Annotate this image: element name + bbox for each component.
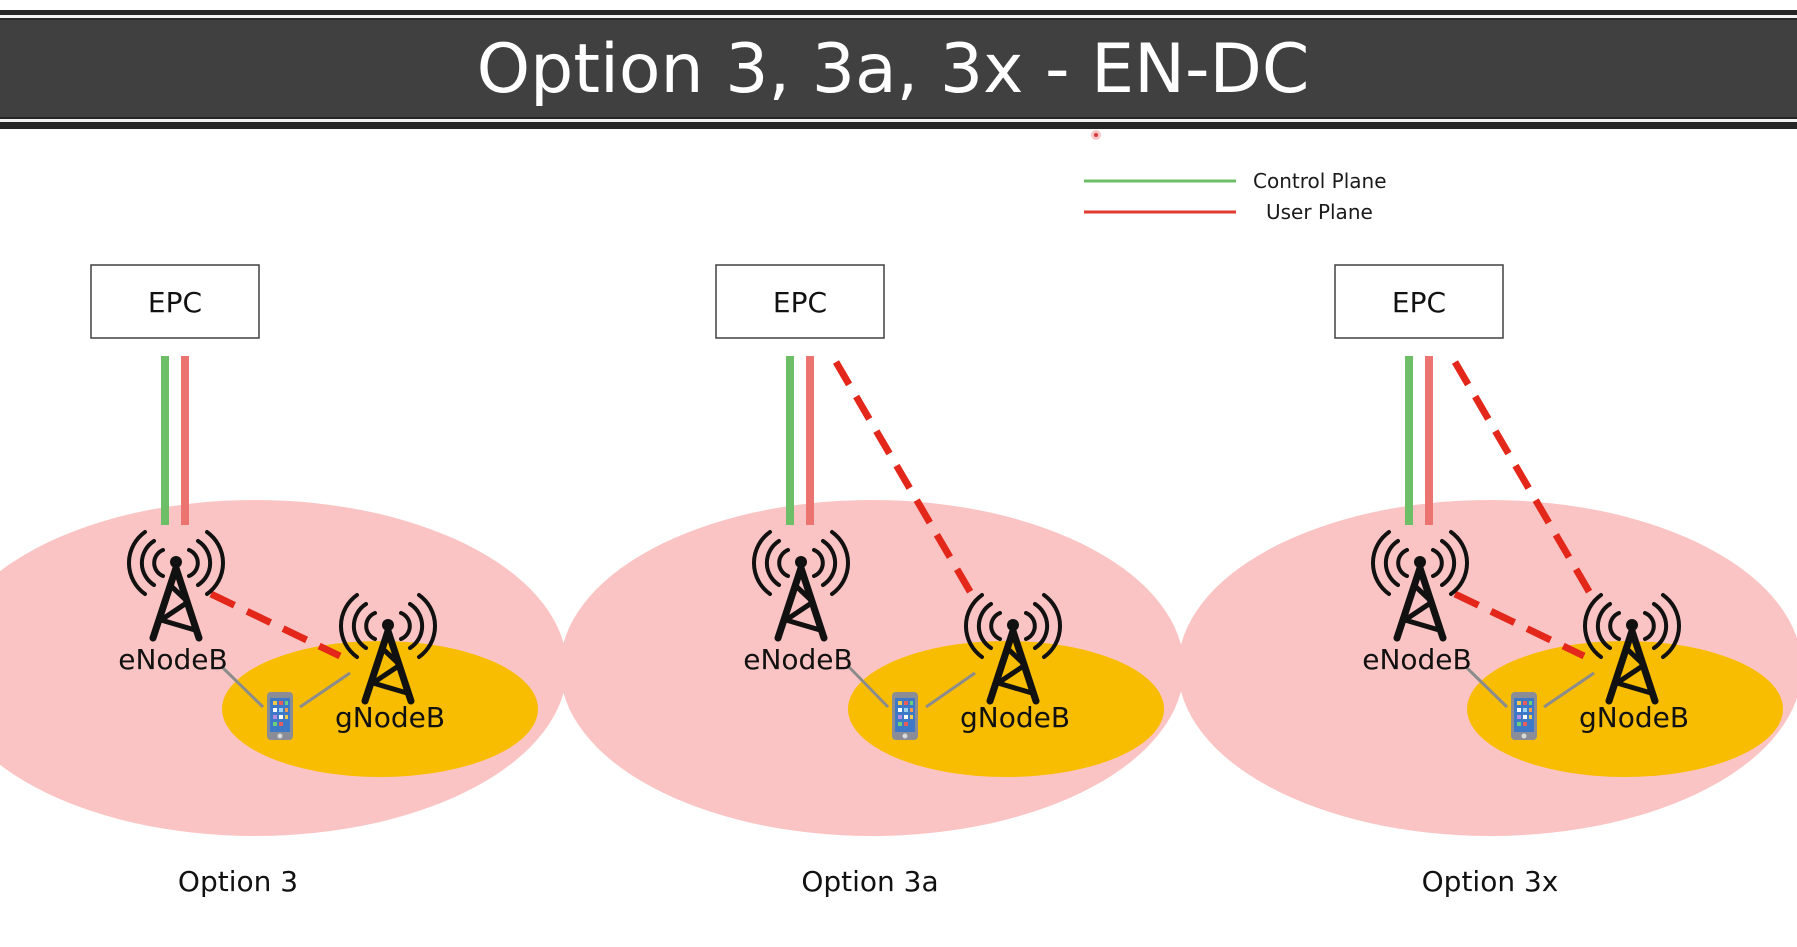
- epc-box: [90, 264, 260, 339]
- ue-nr-link: [1543, 671, 1595, 709]
- nr-coverage-option3: [222, 641, 538, 777]
- ue-lte-link: [220, 665, 265, 709]
- option-caption: Option 3: [178, 865, 298, 898]
- legend: Control Plane User Plane: [1084, 169, 1387, 224]
- option-caption: Option 3a: [801, 865, 938, 898]
- epc-label: EPC: [1392, 286, 1446, 319]
- enodeb-label: eNodeB: [118, 643, 228, 676]
- gnodeb-label: gNodeB: [960, 701, 1070, 734]
- gnodeb-label: gNodeB: [335, 701, 445, 734]
- ue-nr-link: [925, 671, 976, 709]
- gnodeb-label: gNodeB: [1579, 701, 1689, 734]
- slide-title: Option 3, 3a, 3x - EN-DC: [477, 30, 1310, 109]
- nr-coverage-option3a: [848, 641, 1164, 777]
- x2-user-plane-link: [209, 590, 342, 660]
- nr-coverage-option3x: [1467, 641, 1783, 777]
- legend-user-label: User Plane: [1266, 200, 1373, 224]
- enodeb-label: eNodeB: [743, 643, 853, 676]
- s1u-user-plane-link: [832, 360, 979, 602]
- smartphone-icon: [892, 692, 918, 740]
- epc-box: [715, 264, 885, 339]
- title-banner: Option 3, 3a, 3x - EN-DC: [0, 10, 1797, 129]
- epc-box: [1334, 264, 1504, 339]
- ue-lte-link: [847, 665, 890, 709]
- option-3a-panel: EPC eNodeB gNodeB Option 3a: [715, 264, 1070, 898]
- ue-lte-link: [1464, 665, 1509, 709]
- enodeb-label: eNodeB: [1362, 643, 1472, 676]
- pointer-marker: [1091, 130, 1101, 140]
- option-3x-panel: EPC eNodeB gNodeB Option 3x: [1334, 264, 1689, 898]
- smartphone-icon: [267, 692, 293, 740]
- epc-label: EPC: [148, 286, 202, 319]
- epc-label: EPC: [773, 286, 827, 319]
- legend-control-label: Control Plane: [1253, 169, 1387, 193]
- s1u-user-plane-link: [1451, 360, 1598, 602]
- option-caption: Option 3x: [1422, 865, 1559, 898]
- ue-nr-link: [299, 671, 351, 709]
- coverage-layer: [0, 500, 1797, 836]
- option-3-panel: EPC eNodeB gNodeB Option 3: [90, 264, 445, 898]
- smartphone-icon: [1511, 692, 1537, 740]
- x2-user-plane-link: [1453, 590, 1586, 660]
